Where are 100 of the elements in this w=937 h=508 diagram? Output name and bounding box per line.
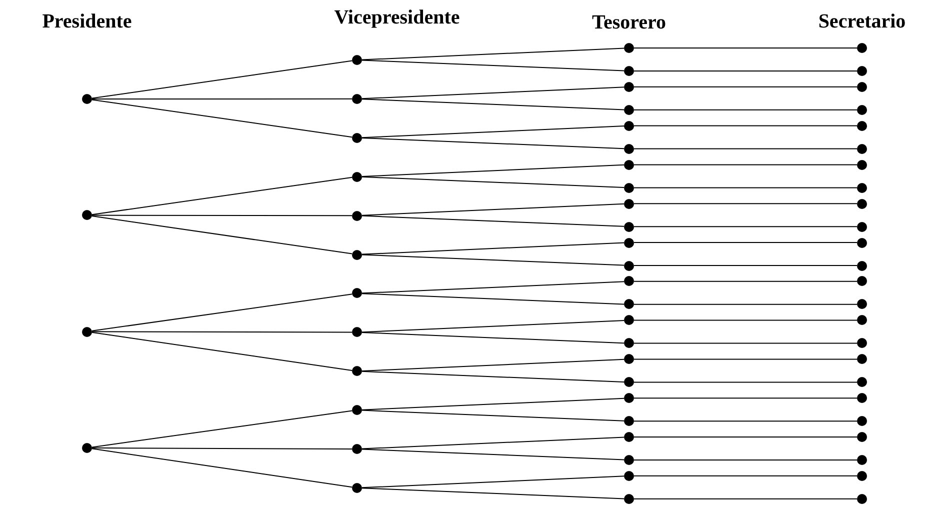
tree-node-dot <box>857 432 867 442</box>
tree-node-dot <box>857 354 867 364</box>
tree-node-dot <box>857 144 867 154</box>
tree-node-dot <box>857 338 867 348</box>
tree-node-dot <box>857 43 867 53</box>
tree-node-dot <box>624 416 634 426</box>
tree-node-dot <box>352 132 362 143</box>
connector-line <box>91 216 353 254</box>
connector-line <box>634 498 858 500</box>
tree-node-dot <box>624 198 634 209</box>
connector-line <box>362 203 624 216</box>
tree-node-dot <box>352 444 362 454</box>
tree-node-dot <box>352 405 362 416</box>
tree-node-dot <box>857 377 867 388</box>
tree-node-dot <box>624 494 634 504</box>
tree-node-dot <box>857 66 867 76</box>
tree-node-dot <box>624 377 634 388</box>
tree-node-dot <box>624 455 634 465</box>
connector-line <box>634 125 858 126</box>
tree-node-dot <box>624 144 634 154</box>
connector-line <box>91 332 353 371</box>
connector-line <box>634 86 858 88</box>
tree-node-dot <box>352 366 362 376</box>
connector-line <box>92 447 352 450</box>
connector-line <box>362 176 624 188</box>
connector-line <box>634 304 858 305</box>
connector-line <box>634 342 858 344</box>
tree-node-dot <box>624 276 634 286</box>
connector-line <box>91 448 353 488</box>
connector-line <box>634 420 858 422</box>
tree-node-dot <box>857 393 867 404</box>
tree-node-dot <box>352 210 362 221</box>
tree-node-dot <box>352 172 362 182</box>
connector-line <box>362 98 624 110</box>
connector-line <box>634 148 858 150</box>
connector-line <box>362 164 624 177</box>
connector-line <box>362 476 624 488</box>
connector-line <box>634 226 858 228</box>
tree-node-dot <box>624 43 634 53</box>
connector-line <box>634 475 858 476</box>
connector-line <box>634 436 858 438</box>
tree-node-dot <box>624 104 634 115</box>
tree-node-dot <box>624 182 634 193</box>
tree-node-dot <box>857 315 867 326</box>
tree-node-dot <box>857 120 867 131</box>
connector-line <box>91 60 353 99</box>
connector-line <box>362 254 624 266</box>
connector-line <box>362 398 624 410</box>
tree-node-dot <box>857 494 867 504</box>
connector-line <box>362 488 624 500</box>
tree-node-dot <box>857 260 867 270</box>
tree-node-dot <box>624 238 634 248</box>
tree-node-dot <box>624 260 634 270</box>
tree-node-dot <box>857 470 867 481</box>
connector-line <box>634 382 858 383</box>
connector-line <box>362 48 624 60</box>
connector-line <box>362 138 624 150</box>
connector-line <box>362 60 624 72</box>
connector-line <box>362 320 624 333</box>
connector-line <box>362 293 624 305</box>
connector-line <box>362 242 624 255</box>
tree-node-dot <box>82 94 92 104</box>
tree-node-dot <box>82 210 92 220</box>
connector-line <box>91 176 353 216</box>
tree-node-dot <box>624 432 634 442</box>
connector-line <box>362 86 624 100</box>
tree-node-dot <box>857 416 867 426</box>
tree-node-dot <box>624 222 634 232</box>
tree-node-dot <box>352 94 362 104</box>
connector-line <box>634 242 858 243</box>
tree-node-dot <box>857 238 867 248</box>
connector-line <box>634 164 858 166</box>
tree-node-dot <box>352 482 362 493</box>
tree-node-dot <box>624 338 634 348</box>
tree-node-dot <box>352 327 362 338</box>
connector-line <box>362 126 624 138</box>
connector-line <box>91 294 353 332</box>
tree-node-dot <box>624 160 634 170</box>
column-heading: Vicepresidente <box>334 6 460 30</box>
tree-node-dot <box>352 288 362 298</box>
connector-line <box>91 99 353 138</box>
connector-line <box>92 214 352 216</box>
connector-line <box>92 331 352 333</box>
tree-node-dot <box>624 315 634 326</box>
tree-node-dot <box>82 442 92 453</box>
connector-line <box>634 187 858 188</box>
tree-node-dot <box>624 354 634 364</box>
tree-node-dot <box>857 299 867 310</box>
tree-node-dot <box>857 276 867 286</box>
connector-line <box>362 215 624 227</box>
tree-node-dot <box>352 250 362 260</box>
connector-line <box>362 358 624 372</box>
tree-node-dot <box>624 470 634 481</box>
tree-node-dot <box>857 82 867 92</box>
tree-node-dot <box>857 198 867 209</box>
column-heading: Presidente <box>42 10 132 34</box>
connector-line <box>634 398 858 399</box>
tree-node-dot <box>857 160 867 170</box>
tree-node-dot <box>624 299 634 310</box>
tree-node-dot <box>857 182 867 193</box>
